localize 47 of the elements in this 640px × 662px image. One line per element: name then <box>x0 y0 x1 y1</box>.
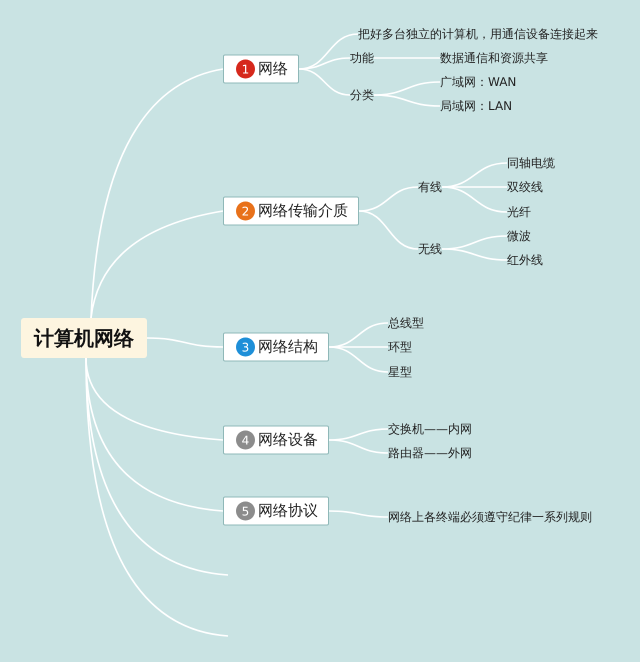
number-badge: 4 <box>236 430 255 450</box>
branch-line <box>374 94 440 107</box>
branch-line <box>358 210 418 250</box>
branch-line <box>374 57 440 59</box>
branch-label: 数据通信和资源共享 <box>440 50 548 66</box>
branch-line <box>329 346 388 348</box>
branch-label: 同轴电缆 <box>507 155 555 171</box>
branch-line <box>442 248 508 261</box>
branch-label: 总线型 <box>388 315 424 331</box>
topic-box: 2 网络传输介质 <box>223 196 359 226</box>
branch-label: 星型 <box>388 364 412 380</box>
number-badge: 2 <box>236 202 255 220</box>
branch-label: 网络上各终端必须遵守纪律一系列规则 <box>388 509 592 525</box>
topic-box: 3 网络结构 <box>223 332 329 362</box>
branch-line <box>358 186 418 212</box>
branch-label: 广域网：WAN <box>440 74 516 90</box>
branch-label: 有线 <box>418 179 442 195</box>
number-badge: 1 <box>236 60 255 78</box>
topic-box: 5 网络协议 <box>223 496 329 526</box>
branch-line <box>90 68 224 318</box>
branch-label: 微波 <box>507 228 531 244</box>
branch-label: 光纤 <box>507 204 531 220</box>
branch-label: 交换机——内网 <box>388 421 472 437</box>
branch-label: 局域网：LAN <box>440 98 512 114</box>
branch-label: 红外线 <box>507 252 543 268</box>
branch-label: 环型 <box>388 339 412 355</box>
topic-box: 1 网络 <box>223 54 299 84</box>
number-badge: 5 <box>236 502 255 520</box>
branch-line <box>90 210 224 318</box>
branch-label: 无线 <box>418 241 442 257</box>
branch-label: 路由器——外网 <box>388 445 472 461</box>
branch-line <box>146 337 224 348</box>
branch-line <box>328 346 388 373</box>
root-topic: 计算机网络 <box>21 318 147 358</box>
branch-line <box>328 510 388 518</box>
branch-label: 把好多台独立的计算机，用通信设备连接起来 <box>358 26 598 42</box>
topic-box: 4 网络设备 <box>223 426 329 454</box>
branch-line <box>442 186 508 213</box>
branch-line <box>298 68 350 96</box>
number-badge: 3 <box>236 338 255 356</box>
branch-label: 分类 <box>350 87 374 103</box>
branch-line <box>442 186 507 188</box>
branch-label: 功能 <box>350 50 374 66</box>
branch-line <box>328 428 388 441</box>
branch-line <box>298 57 350 70</box>
branch-label: 双绞线 <box>507 179 543 195</box>
branch-line <box>328 439 388 454</box>
